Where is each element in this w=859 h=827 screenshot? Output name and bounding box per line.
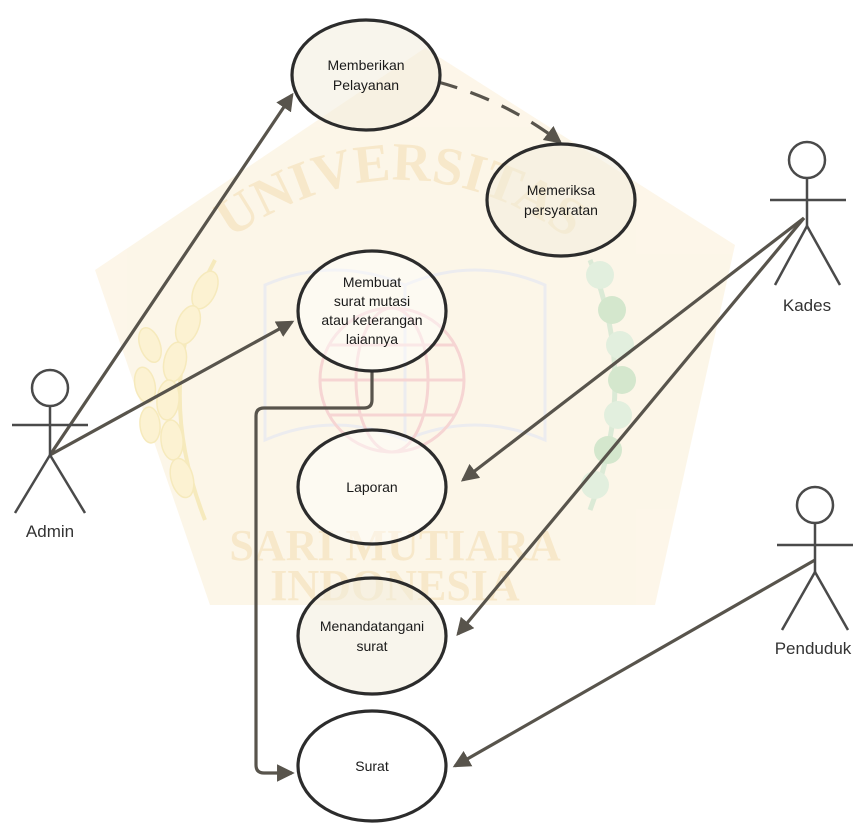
use-case-label-line1: Memeriksa bbox=[527, 182, 596, 198]
association-kades-menandatangani bbox=[456, 216, 806, 637]
use-case-label-line1: Membuat bbox=[343, 274, 401, 290]
stick-figure-icon bbox=[777, 485, 853, 631]
actor-penduduk[interactable]: Penduduk bbox=[775, 485, 853, 658]
use-case-label-line1: Memberikan bbox=[327, 57, 404, 73]
watermark-cotton-icon bbox=[581, 259, 636, 511]
use-case-label-line2: surat mutasi bbox=[334, 293, 410, 309]
actor-kades[interactable]: Kades bbox=[770, 140, 846, 315]
use-case-label: Surat bbox=[355, 758, 389, 774]
connectors bbox=[48, 80, 816, 782]
use-case-membuat-surat[interactable]: Membuat surat mutasi atau keterangan lai… bbox=[296, 249, 448, 373]
actor-label: Kades bbox=[783, 296, 831, 315]
watermark-bottom-line1: SARI MUTIARA bbox=[229, 521, 560, 570]
use-case-ellipse bbox=[296, 709, 448, 823]
use-case-laporan[interactable]: Laporan bbox=[296, 428, 448, 546]
watermark-book-icon bbox=[263, 268, 547, 443]
use-case-label-line1: Menandatangani bbox=[320, 618, 424, 634]
use-case-label-line2: surat bbox=[356, 638, 387, 654]
use-case-menandatangani-surat[interactable]: Menandatangani surat bbox=[296, 576, 448, 696]
stick-figure-icon bbox=[770, 140, 846, 286]
actor-label: Penduduk bbox=[775, 639, 852, 658]
watermark-globe-icon bbox=[318, 306, 466, 454]
stick-figure-icon bbox=[12, 368, 88, 514]
use-case-surat[interactable]: Surat bbox=[296, 709, 448, 823]
use-case-label-line4: laiannya bbox=[346, 331, 398, 347]
use-case-label: Laporan bbox=[346, 479, 397, 495]
include-memberikan-memeriksa bbox=[437, 80, 563, 144]
actor-label: Admin bbox=[26, 522, 74, 541]
use-case-ellipse bbox=[485, 142, 637, 258]
flow-membuat-surat bbox=[254, 372, 374, 782]
use-case-label-line2: Pelayanan bbox=[333, 77, 399, 93]
watermark-wheat-icon bbox=[133, 259, 219, 521]
association-admin-membuat bbox=[49, 320, 295, 457]
use-case-label-line2: persyaratan bbox=[524, 202, 598, 218]
use-case-ellipse bbox=[290, 18, 442, 132]
use-case-memeriksa-persyaratan[interactable]: Memeriksa persyaratan bbox=[485, 142, 637, 258]
association-kades-laporan bbox=[460, 216, 805, 482]
use-case-ellipse bbox=[296, 576, 448, 696]
association-admin-memberikan bbox=[48, 92, 294, 456]
use-case-memberikan-pelayanan[interactable]: Memberikan Pelayanan bbox=[290, 18, 442, 132]
use-case-ellipse bbox=[296, 428, 448, 546]
actor-admin[interactable]: Admin bbox=[12, 368, 88, 541]
use-case-ellipse bbox=[296, 249, 448, 373]
use-case-label-line3: atau keterangan bbox=[321, 312, 422, 328]
association-penduduk-surat bbox=[452, 558, 816, 768]
